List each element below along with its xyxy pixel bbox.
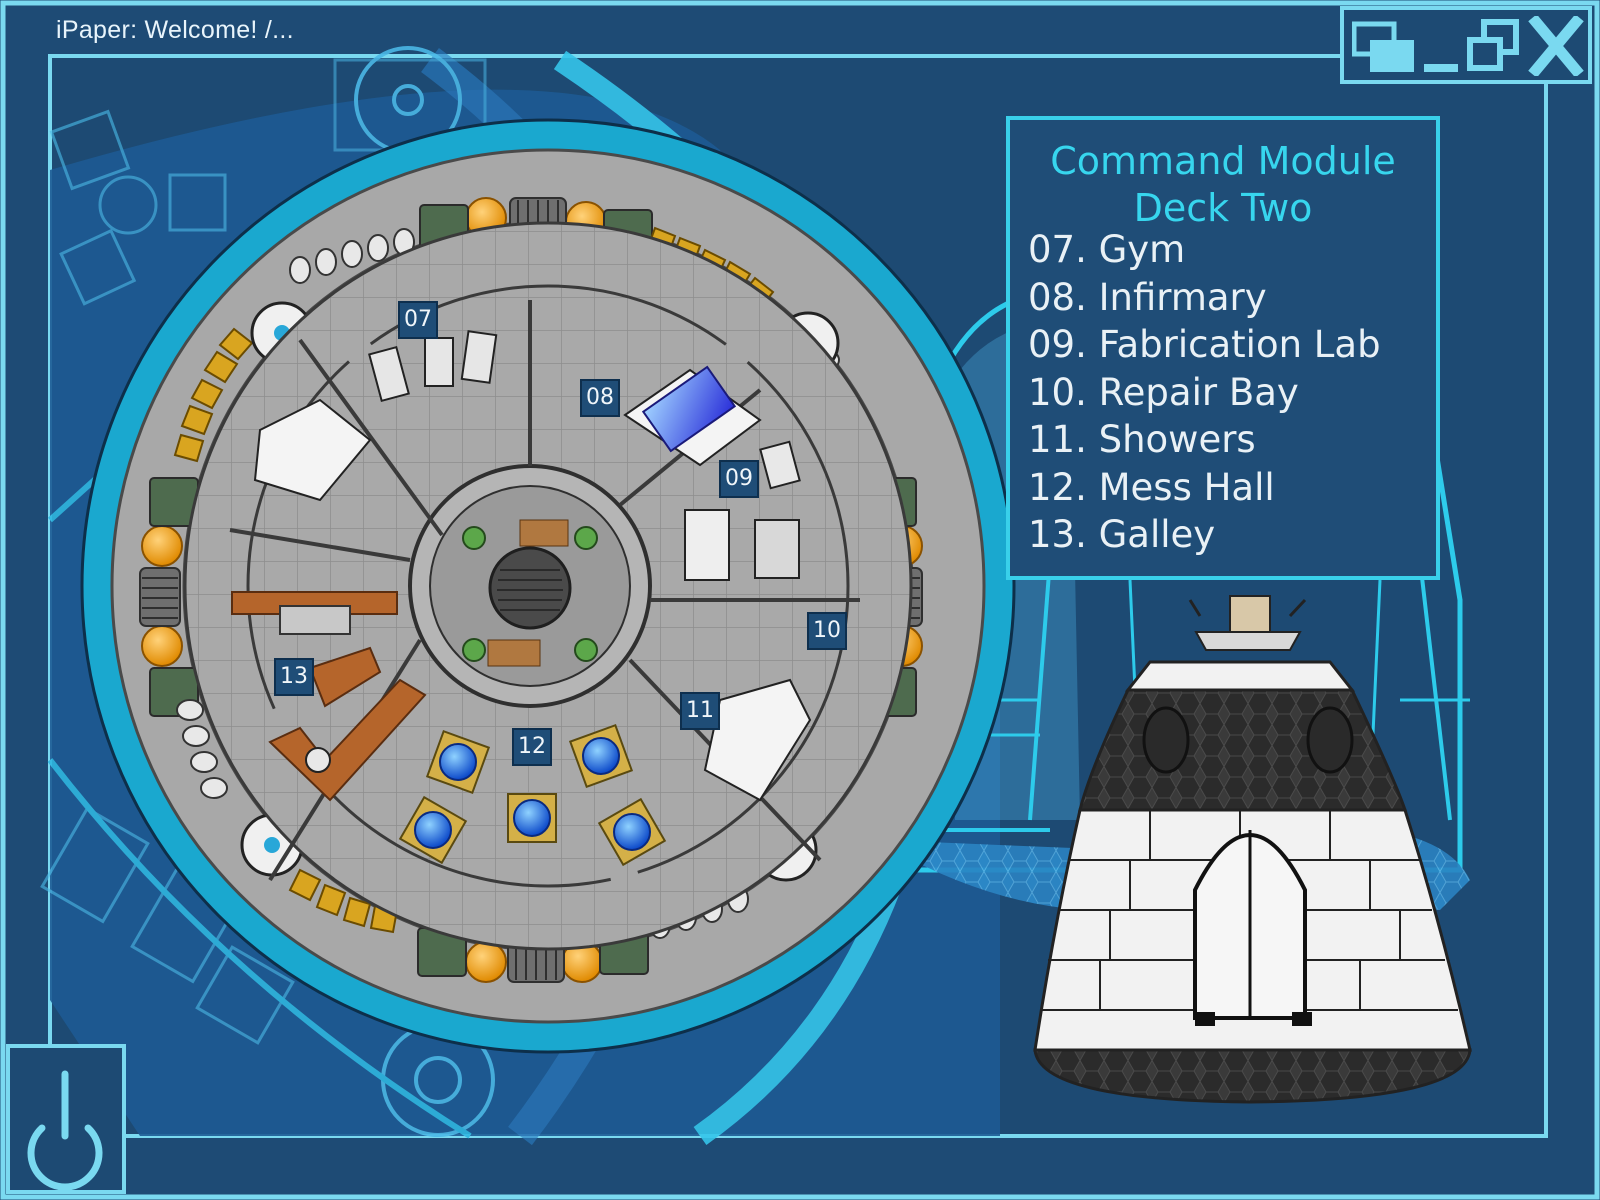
room-label-13: 13 bbox=[274, 658, 314, 696]
minimize-icon[interactable] bbox=[1422, 54, 1460, 74]
legend-item-10[interactable]: 10. Repair Bay bbox=[1028, 369, 1381, 417]
legend-title-line1: Command Module bbox=[1050, 139, 1396, 183]
legend-item-11[interactable]: 11. Showers bbox=[1028, 416, 1381, 464]
window-controls bbox=[1340, 6, 1592, 84]
legend-title: Command Module Deck Two bbox=[1010, 138, 1436, 232]
legend-item-name: Galley bbox=[1098, 513, 1216, 556]
window-title: iPaper: Welcome! /... bbox=[56, 16, 294, 44]
legend-item-number: 07. bbox=[1028, 228, 1087, 271]
legend-item-12[interactable]: 12. Mess Hall bbox=[1028, 464, 1381, 512]
room-label-10: 10 bbox=[807, 612, 847, 650]
legend-item-09[interactable]: 09. Fabrication Lab bbox=[1028, 321, 1381, 369]
legend-item-name: Repair Bay bbox=[1098, 370, 1299, 414]
close-icon[interactable] bbox=[1528, 14, 1584, 78]
room-label-09: 09 bbox=[719, 460, 759, 498]
room-label-08: 08 bbox=[580, 379, 620, 417]
room-label-07: 07 bbox=[398, 301, 438, 339]
mess-tables bbox=[398, 723, 667, 867]
legend-item-number: 13. bbox=[1028, 513, 1087, 556]
legend-list: 07. Gym 08. Infirmary 09. Fabrication La… bbox=[1028, 226, 1381, 559]
legend-panel: Command Module Deck Two 07. Gym 08. Infi… bbox=[1006, 116, 1440, 580]
legend-item-name: Gym bbox=[1098, 228, 1186, 271]
legend-item-name: Showers bbox=[1098, 418, 1256, 461]
legend-item-name: Fabrication Lab bbox=[1098, 323, 1381, 366]
legend-item-number: 12. bbox=[1028, 465, 1087, 509]
capsule-illustration bbox=[1033, 595, 1472, 1104]
windows-stack-icon[interactable] bbox=[1351, 18, 1418, 74]
power-icon bbox=[27, 1070, 103, 1191]
legend-item-number: 10. bbox=[1028, 370, 1087, 414]
legend-item-name: Mess Hall bbox=[1098, 465, 1275, 509]
legend-item-13[interactable]: 13. Galley bbox=[1028, 511, 1381, 559]
legend-item-name: Infirmary bbox=[1098, 275, 1267, 319]
restore-icon[interactable] bbox=[1466, 18, 1520, 74]
power-button[interactable] bbox=[6, 1044, 126, 1194]
legend-item-07[interactable]: 07. Gym bbox=[1028, 226, 1381, 274]
room-label-11: 11 bbox=[680, 692, 720, 730]
legend-item-number: 08. bbox=[1028, 275, 1087, 319]
legend-item-08[interactable]: 08. Infirmary bbox=[1028, 274, 1381, 322]
room-label-12: 12 bbox=[512, 728, 552, 766]
legend-title-line2: Deck Two bbox=[1133, 186, 1313, 230]
legend-item-number: 09. bbox=[1028, 323, 1087, 366]
legend-item-number: 11. bbox=[1028, 418, 1087, 461]
